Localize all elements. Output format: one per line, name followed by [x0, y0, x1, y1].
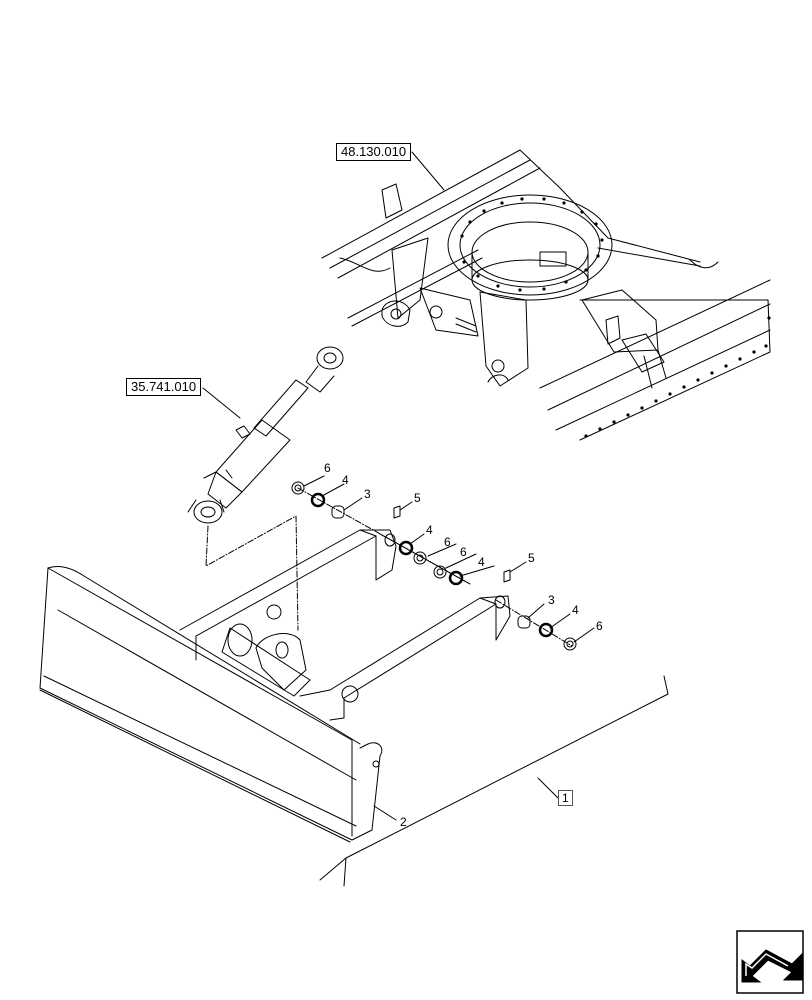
callout-5: 5 — [414, 491, 421, 505]
callout-4: 4 — [478, 555, 485, 569]
dozer-blade-assembly — [39, 529, 511, 843]
callout-4: 4 — [572, 603, 579, 617]
callout-4: 4 — [426, 523, 433, 537]
hydraulic-cylinder — [187, 346, 344, 524]
frame-bolt-holes — [584, 316, 771, 438]
cylinder-reference-label[interactable]: 35.741.010 — [126, 378, 202, 396]
undercarriage-frame — [321, 149, 771, 441]
pin-hardware — [205, 481, 577, 651]
callout-3: 3 — [548, 593, 555, 607]
callout-6: 6 — [444, 535, 451, 549]
callout-4: 4 — [342, 473, 349, 487]
callout-6: 6 — [596, 619, 603, 633]
callout-2: 2 — [400, 815, 407, 829]
leader-lines — [202, 151, 669, 887]
callout-6: 6 — [324, 461, 331, 475]
callout-3: 3 — [364, 487, 371, 501]
navigation-arrow-icon[interactable] — [736, 930, 804, 994]
callout-6: 6 — [460, 545, 467, 559]
frame-reference-label[interactable]: 48.130.010 — [336, 143, 412, 161]
callout-1: 1 — [558, 790, 573, 806]
callout-5: 5 — [528, 551, 535, 565]
